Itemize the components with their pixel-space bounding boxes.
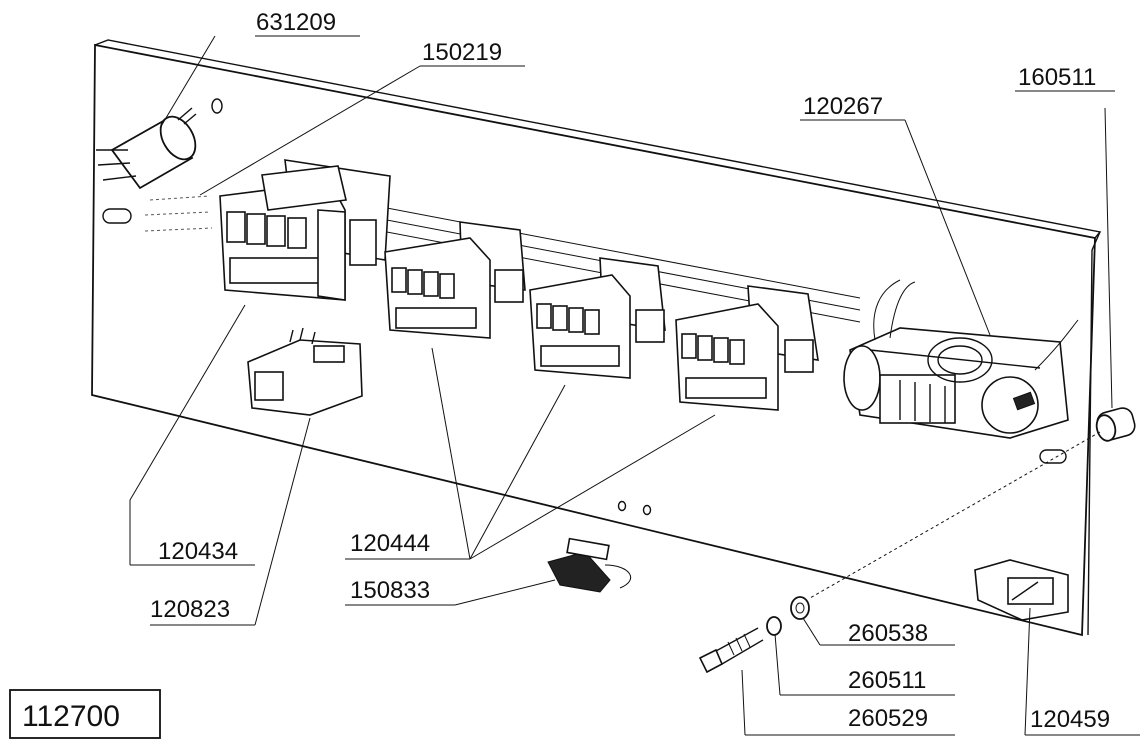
thermal-relay-120823	[247, 327, 363, 416]
assembly-number: 112700	[22, 700, 120, 733]
label-160511: 160511	[1018, 64, 1096, 91]
terminal-plug-631209	[96, 107, 197, 190]
part-labels: 631209 150219 160511 120267 120434 12082…	[150, 9, 1110, 733]
assembly-number-box: 112700	[9, 689, 161, 739]
terminal-block-120459	[974, 559, 1069, 621]
cable-clamp-150833	[547, 537, 632, 593]
contactor-120444-a	[384, 221, 526, 339]
contactor-120434	[219, 159, 391, 301]
label-120434: 120434	[158, 538, 238, 565]
label-120459: 120459	[1030, 706, 1110, 733]
label-strip-marks	[144, 195, 213, 232]
motor-timer-120267	[843, 279, 1079, 439]
label-120823: 120823	[150, 596, 230, 623]
label-150219: 150219	[422, 39, 502, 66]
label-260538: 260538	[848, 620, 928, 647]
label-120444: 120444	[350, 530, 430, 557]
label-120267: 120267	[803, 93, 883, 120]
label-631209: 631209	[256, 9, 336, 36]
leader-lines	[129, 35, 1140, 736]
screw-260529	[698, 627, 764, 674]
label-260529: 260529	[848, 705, 928, 732]
flat-washer-260538	[790, 596, 810, 620]
spacer-160511	[1095, 407, 1136, 442]
label-150833: 150833	[350, 577, 430, 604]
contactor-120444-c	[675, 285, 819, 411]
contactor-120444-b	[529, 257, 666, 379]
lock-washer-260511	[766, 616, 782, 636]
label-260511: 260511	[848, 667, 926, 694]
